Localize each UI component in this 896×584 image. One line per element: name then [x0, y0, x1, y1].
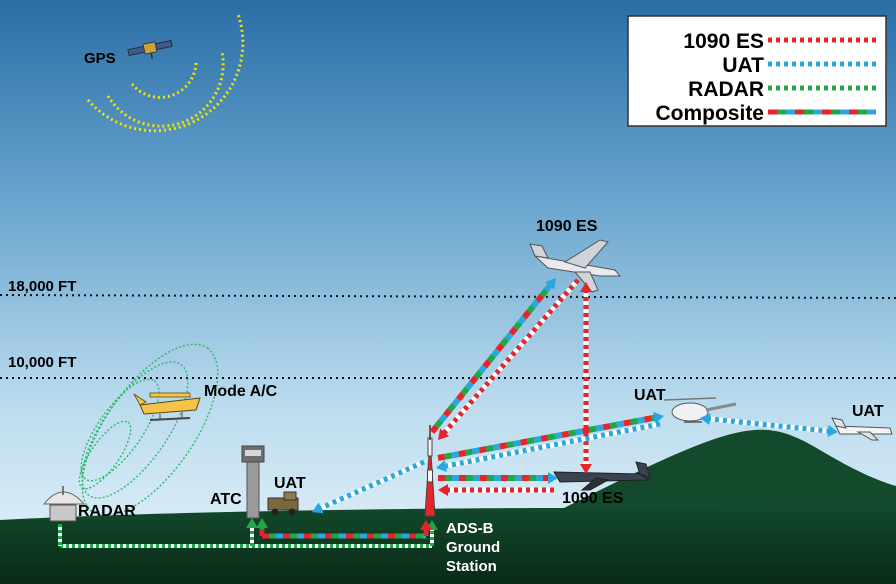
link-uat-helicopter-to-far-jet-head-end	[827, 425, 838, 437]
high-jet-label: 1090 ES	[536, 218, 598, 235]
link-composite-station-to-high-jet	[429, 281, 554, 434]
legend-label: 1090 ES	[683, 30, 764, 53]
ground-vehicle-icon	[267, 491, 299, 516]
link-uat-helicopter-to-far-jet	[706, 416, 832, 434]
altitude-label-18000: 18,000 FT	[8, 278, 76, 295]
ground-station-label-line2: Ground	[446, 539, 500, 556]
atc-tower-icon	[241, 445, 265, 519]
uat-ground-label: UAT	[274, 475, 306, 492]
link-uat-station-to-vehicle-head-end	[312, 502, 324, 514]
link-uat-helicopter-to-far-jet-head-start	[700, 413, 711, 425]
link-1090es-low-jet-to-station-head-end	[438, 484, 448, 496]
link-uat-helicopter-to-station-head-end	[436, 460, 447, 472]
link-composite-station-to-helicopter	[437, 414, 658, 461]
radar-sweep-rings	[78, 343, 219, 517]
link-composite-station-to-high-jet-head-end	[545, 278, 556, 290]
low-jet-icon	[553, 461, 651, 491]
altitude-label-10000: 10,000 FT	[8, 354, 76, 371]
legend-label: RADAR	[688, 78, 764, 101]
gps-satellite-icon	[127, 40, 173, 59]
ads-b-ground-station-icon	[424, 425, 436, 517]
link-1090es-high-jet-to-station-head-end	[438, 428, 450, 440]
radar-dish-icon	[42, 486, 86, 522]
uat-heli-label: UAT	[634, 387, 666, 404]
link-1090es-high-jet-to-station	[440, 278, 580, 437]
link-uat-station-to-vehicle	[317, 459, 426, 512]
ground-station-label-line3: Station	[446, 558, 497, 575]
link-1090es-high-jet-to-low-jet-head-start	[580, 282, 592, 292]
datalink-arrows	[58, 278, 838, 548]
floatplane-icon	[133, 392, 201, 421]
far-jet-icon	[831, 417, 893, 441]
link-composite-station-to-helicopter-head-end	[653, 411, 664, 424]
link-1090es-high-jet-to-low-jet-head-end	[580, 464, 592, 474]
ground	[0, 504, 896, 584]
gps-signal-rings	[86, 13, 245, 133]
link-composite-riser-station-head-end	[420, 520, 432, 530]
atc-label: ATC	[210, 491, 242, 508]
ground-station-label-line1: ADS-B	[446, 520, 494, 537]
helicopter-icon	[663, 397, 737, 423]
legend-label: Composite	[655, 102, 764, 125]
low-jet-label: 1090 ES	[562, 490, 624, 507]
link-uat-helicopter-to-station	[442, 421, 661, 470]
legend-label: UAT	[722, 54, 764, 77]
radar-label: RADAR	[78, 503, 136, 520]
uat-far-label: UAT	[852, 403, 884, 420]
link-radar-riser-atc-head-end	[246, 518, 258, 528]
gps-label: GPS	[84, 50, 116, 67]
mode-ac-label: Mode A/C	[204, 383, 278, 400]
high-jet-icon	[529, 239, 622, 293]
link-composite-riser-atc-head-end	[256, 518, 268, 528]
link-composite-station-to-low-jet-head-end	[548, 472, 558, 484]
